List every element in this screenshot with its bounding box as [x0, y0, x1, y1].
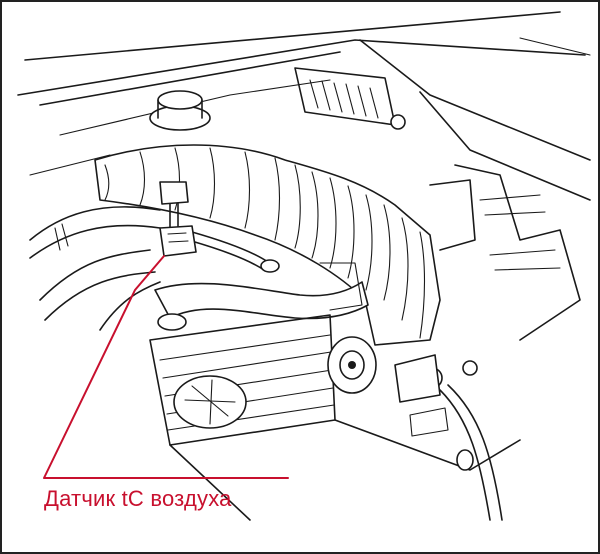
left-support	[29, 206, 161, 331]
relay-box	[294, 67, 406, 130]
throttle-body	[421, 164, 581, 389]
callout-leader	[43, 255, 289, 479]
air-temperature-sensor	[159, 181, 197, 257]
oil-filler-cap	[173, 375, 247, 429]
sensor-wiring	[187, 231, 280, 273]
pulley	[327, 336, 377, 394]
coolant-hose	[154, 262, 369, 331]
idle-valve	[394, 354, 503, 521]
reservoir-cap	[149, 90, 211, 131]
sensor-callout-label: Датчик tC воздуха	[44, 486, 232, 511]
hood-outline	[17, 11, 591, 201]
